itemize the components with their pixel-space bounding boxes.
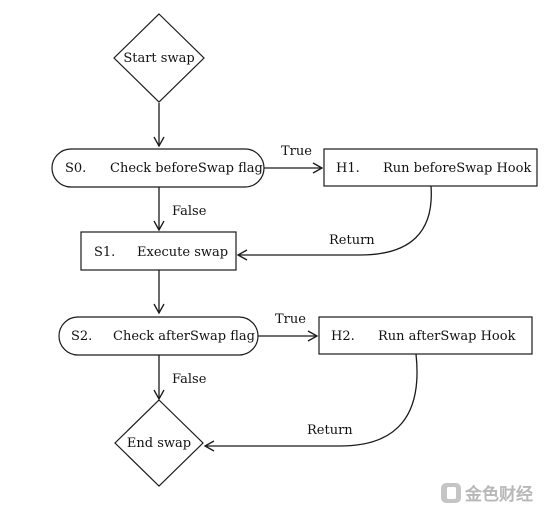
h1-box <box>323 148 538 187</box>
h2-label: Run afterSwap Hook <box>378 329 516 344</box>
start-label: Start swap <box>123 51 194 66</box>
s1-id: S1. <box>94 245 115 260</box>
end-diamond <box>114 399 204 487</box>
h1-id: H1. <box>336 161 360 176</box>
node-h2: H2. Run afterSwap Hook <box>318 316 533 355</box>
node-s1: S1. Execute swap <box>80 231 237 271</box>
s2-id: S2. <box>71 329 92 344</box>
s2-label: Check afterSwap flag <box>113 329 255 344</box>
edge-label-h1-return: Return <box>329 233 375 248</box>
edge-label-s2-false: False <box>172 372 207 387</box>
watermark-logo-icon <box>441 483 461 503</box>
start-diamond <box>113 13 205 103</box>
edges <box>153 103 432 452</box>
edge-label-h2-return: Return <box>307 423 353 438</box>
h2-box <box>318 316 533 355</box>
s0-id: S0. <box>65 161 86 176</box>
s1-box <box>80 231 237 271</box>
node-s2: S2. Check afterSwap flag <box>58 316 259 356</box>
edge-h2-return <box>203 353 418 452</box>
watermark: 金色财经 <box>441 483 533 505</box>
edge-label-s2-true: True <box>275 312 306 327</box>
h1-label: Run beforeSwap Hook <box>383 161 531 176</box>
s0-pill <box>51 148 265 188</box>
edge-h1-return <box>236 185 432 261</box>
node-h1: H1. Run beforeSwap Hook <box>323 148 538 187</box>
s0-label: Check beforeSwap flag <box>110 161 263 176</box>
edge-label-s0-true: True <box>281 144 312 159</box>
watermark-text: 金色财经 <box>464 484 533 505</box>
node-start: Start swap <box>113 13 205 103</box>
edge-label-s0-false: False <box>172 204 207 219</box>
node-s0: S0. Check beforeSwap flag <box>51 148 265 188</box>
edge-labels: True False Return True False Return <box>172 144 375 438</box>
end-label: End swap <box>127 436 191 451</box>
s1-label: Execute swap <box>137 245 228 260</box>
node-end: End swap <box>114 399 204 487</box>
s2-pill <box>58 316 259 356</box>
h2-id: H2. <box>331 329 355 344</box>
